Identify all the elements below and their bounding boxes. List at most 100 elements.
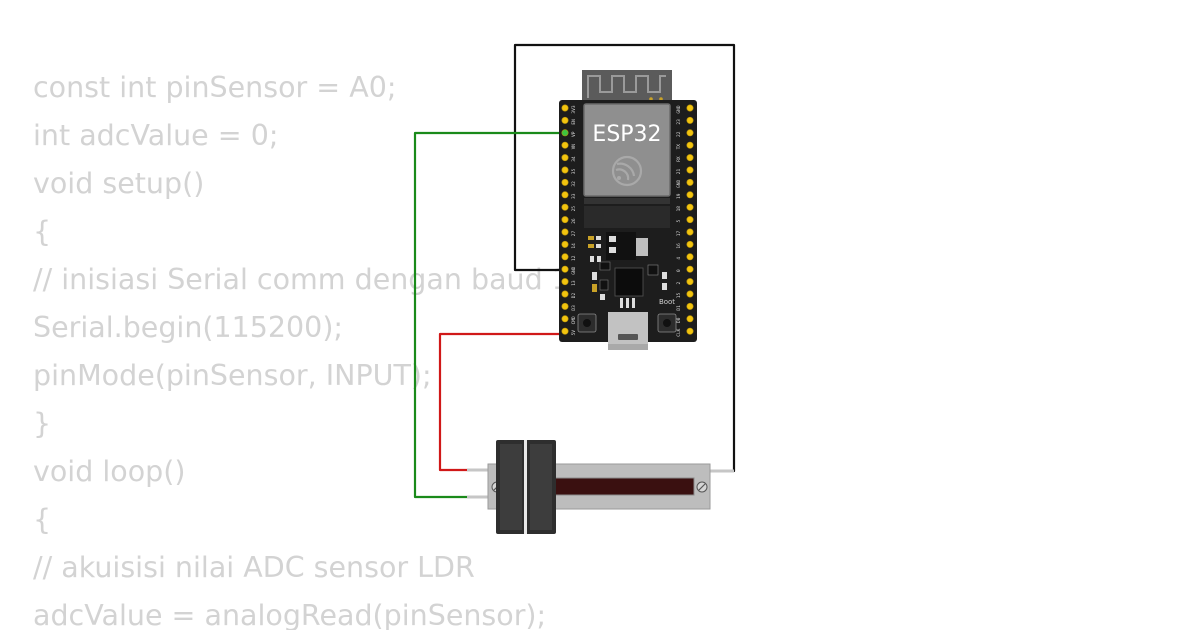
left-pin[interactable] [561,327,569,335]
right-pin-label: CLK [676,328,682,336]
right-pin-label: 18 [676,206,682,212]
left-pin-label: 35 [571,169,577,175]
left-pin-label: 5V [571,330,577,336]
boot-label: Boot [659,298,675,306]
left-pin-label: VN [571,144,577,150]
left-pin[interactable] [561,315,569,323]
left-pin[interactable] [561,253,569,261]
left-pin-label: D2 [571,293,577,299]
code-line: } [33,407,52,440]
esp32-board[interactable]: ESP32 [559,70,697,350]
left-pin[interactable] [561,116,569,124]
pot-track [545,477,695,496]
left-pin[interactable] [561,191,569,199]
left-pin-label: 32 [571,181,577,187]
left-pin[interactable] [561,104,569,112]
right-pin-label: 22 [676,131,682,137]
code-line: adcValue = analogRead(pinSensor); [33,599,547,630]
left-pin[interactable] [561,265,569,273]
right-pin-label: 19 [676,193,682,199]
screw-right-icon [696,481,708,493]
en-button[interactable] [577,313,597,333]
right-pin[interactable] [686,240,694,248]
right-pin-label: 15 [676,293,682,299]
right-pin[interactable] [686,191,694,199]
pot-slider-knob[interactable] [496,440,556,534]
left-pin[interactable] [561,290,569,298]
right-pin[interactable] [686,178,694,186]
module-edge-pads [584,198,670,204]
left-pin-label: D3 [571,305,577,311]
right-pin[interactable] [686,216,694,224]
left-pin-label: 25 [571,206,577,212]
code-line: void setup() [33,167,205,200]
left-pin[interactable] [561,178,569,186]
right-pin[interactable] [686,104,694,112]
right-pin[interactable] [686,129,694,137]
code-line: void loop() [33,455,186,488]
wire-green[interactable] [413,131,565,499]
right-pin[interactable] [686,290,694,298]
code-line: int adcValue = 0; [33,119,279,152]
right-pin[interactable] [686,327,694,335]
right-pin-label: TX [676,144,682,150]
left-pin[interactable] [561,203,569,211]
right-pin-label: RX [676,156,682,162]
right-pin[interactable] [686,315,694,323]
wire-red[interactable] [438,332,565,472]
left-pin-label: 3V3 [571,105,577,113]
module-underside [584,206,670,228]
right-pin-label: D0 [676,317,682,323]
left-pin-label: 33 [571,193,577,199]
right-pin[interactable] [686,141,694,149]
code-line: { [33,215,52,248]
right-pin-label: GND [676,180,682,188]
shield-can [583,103,671,197]
left-pin-label: 13 [571,280,577,286]
left-pin[interactable] [561,228,569,236]
left-pin-label: 26 [571,218,577,224]
left-pin-label: CMD [571,316,577,324]
smd-components [588,232,667,308]
left-pin[interactable] [561,141,569,149]
right-pin[interactable] [686,228,694,236]
left-pin-label: GND [571,266,577,274]
code-line: const int pinSensor = A0; [33,71,397,104]
slide-potentiometer[interactable] [467,440,734,534]
boot-button[interactable] [657,313,677,333]
left-pin-header: 3V3ENVPVN343532332526271412GND13D2D3CMD5… [561,104,577,336]
right-pin[interactable] [686,166,694,174]
right-pin[interactable] [686,116,694,124]
code-line: { [33,503,52,536]
left-pin[interactable] [561,154,569,162]
left-pin-label: 34 [571,156,577,162]
right-pin[interactable] [686,302,694,310]
left-pin[interactable] [561,278,569,286]
left-pin[interactable] [561,302,569,310]
right-pin-label: 5 [676,219,682,222]
left-pin-label: 14 [571,243,577,249]
antenna-trace-icon [587,75,666,98]
right-pin[interactable] [686,203,694,211]
usb-connector-icon [608,312,648,350]
left-pin-label: 27 [571,231,577,237]
chip-label: ESP32 [592,122,661,147]
right-pin-label: 17 [676,231,682,237]
left-pin[interactable] [561,240,569,248]
left-pin[interactable] [561,129,569,137]
right-pin-label: 0 [676,269,682,272]
right-pin-label: 23 [676,119,682,125]
left-pin-label: EN [571,119,577,125]
right-pin[interactable] [686,278,694,286]
right-pin[interactable] [686,265,694,273]
right-pin-label: 4 [676,257,682,260]
right-pin[interactable] [686,154,694,162]
right-pin[interactable] [686,253,694,261]
code-line: // akuisisi nilai ADC sensor LDR [33,551,475,584]
left-pin[interactable] [561,166,569,174]
left-pin[interactable] [561,216,569,224]
code-line: Serial.begin(115200); [33,311,344,344]
